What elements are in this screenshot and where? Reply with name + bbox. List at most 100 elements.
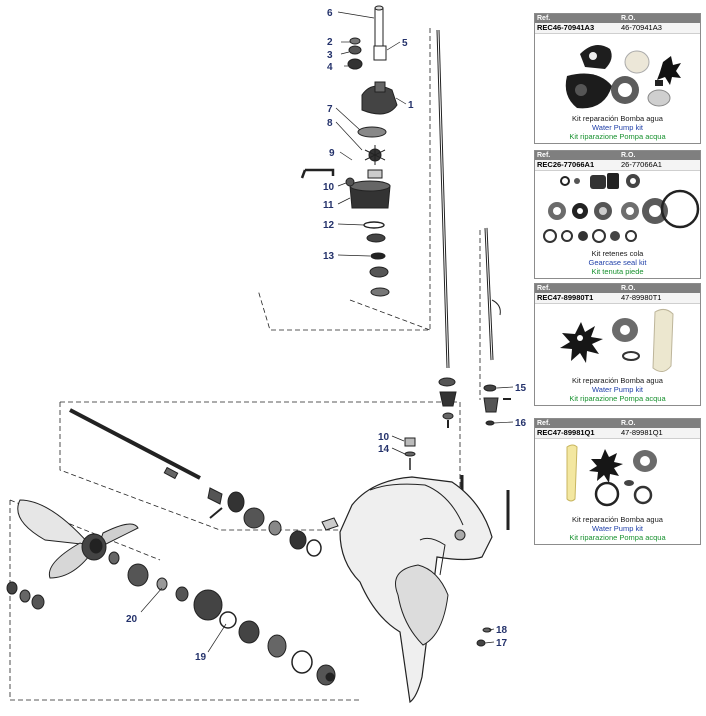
shift-shaft [484,227,501,361]
plug-10 [404,437,416,447]
callout-15: 15 [515,383,527,394]
washer-13 [370,287,390,297]
kit-ref-row: REC47-89980T1 47-89980T1 [535,293,700,304]
ro-header: R.O. [621,285,636,292]
forward-bearing-cup [268,520,282,536]
kit-names: Kit retenes cola Gearcase seal kit Kit t… [535,249,700,278]
kit-ref-row: REC26-77066A1 26-77066A1 [535,160,700,171]
kit-ro: 47-89981Q1 [621,428,663,437]
kit-ro: 47-89980T1 [621,293,662,302]
seal-3 [348,45,362,55]
water-pump-housing [361,81,398,115]
screw-17 [476,639,486,647]
shift-cam-housing [483,397,499,413]
reverse-gear [193,589,223,621]
callout-18: 18 [496,625,508,636]
ref-header: Ref. [537,15,551,22]
kit-header: Ref. R.O. [535,419,700,428]
kit-photo [535,439,700,515]
bearing-carrier [345,177,391,209]
kit-name-it: Kit riparazione Pompa acqua [569,533,666,542]
kit-names: Kit reparación Bomba agua Water Pump kit… [535,114,700,143]
kit-name-es: Kit reparación Bomba agua [572,376,663,385]
kit-ro: 26-77066A1 [621,160,662,169]
forward-gear [243,507,265,529]
kit-name-en: Water Pump kit [592,123,643,132]
kit-name-es: Kit retenes cola [591,249,644,258]
kit-name-es: Kit reparación Bomba agua [572,114,663,123]
kit-ref: REC47-89981Q1 [537,428,595,437]
forward-bearing [289,530,307,550]
kit-ref: REC47-89980T1 [537,293,594,302]
face-plate [357,126,387,138]
seal-13a [366,233,386,243]
callout-5: 5 [402,38,408,49]
callout-10-lower: 10 [378,432,390,443]
callout-4: 4 [327,62,333,73]
plug-14 [404,451,416,457]
kit-photo [535,304,700,376]
callout-leaders [140,11,514,653]
kit-name-en: Gearcase seal kit [588,258,647,267]
kit-header: Ref. R.O. [535,284,700,293]
propeller [17,499,139,579]
kit-ro: 46-70941A3 [621,23,662,32]
bushing [367,169,383,179]
kit-panel-1[interactable]: Ref. R.O. REC46-70941A3 46-70941A3 Kit r… [534,13,701,144]
forward-gear-clutch [227,491,245,513]
seal-13b [370,252,386,260]
callout-13: 13 [323,251,335,262]
thrust-hub [127,563,149,587]
ref-header: Ref. [537,152,551,159]
kit-panel-3[interactable]: Ref. R.O. REC47-89980T1 47-89980T1 Kit r… [534,283,701,406]
callout-6: 6 [327,8,333,19]
kit-names: Kit reparación Bomba agua Water Pump kit… [535,376,700,405]
shift-washer [485,420,495,426]
kit-ref: REC46-70941A3 [537,23,595,32]
kit-header: Ref. R.O. [535,151,700,160]
callout-20: 20 [126,614,138,625]
impeller [364,145,386,165]
kit-name-es: Kit reparación Bomba agua [572,515,663,524]
lever-9 [300,168,335,179]
callout-14: 14 [378,444,390,455]
kit-panel-2[interactable]: Ref. R.O. REC26-77066A1 26-77066A1 [534,150,701,279]
ref-header: Ref. [537,285,551,292]
kit-names: Kit reparación Bomba agua Water Pump kit… [535,515,700,544]
pinion-bearing [438,377,456,387]
ref-header: Ref. [537,420,551,427]
bearing-carrier-rear [238,620,260,644]
shift-bushing [483,384,497,392]
propeller-shaft [69,406,201,480]
callout-7: 7 [327,104,333,115]
kit-photo [535,34,700,114]
callout-1: 1 [408,100,414,111]
screw-18 [482,627,492,633]
kit-name-en: Water Pump kit [592,524,643,533]
kit-ref-row: REC47-89981Q1 47-89981Q1 [535,428,700,439]
gearcase-housing [321,476,493,704]
callout-19: 19 [195,652,207,663]
callout-16: 16 [515,418,527,429]
drive-shaft [436,29,450,369]
kit-header: Ref. R.O. [535,14,700,23]
ro-header: R.O. [621,420,636,427]
callout-11: 11 [323,200,334,211]
kit-ref: REC26-77066A1 [537,160,595,169]
kit-panel-4[interactable]: Ref. R.O. REC47-89981Q1 47-89981Q1 Kit r… [534,418,701,545]
callout-8: 8 [327,118,333,129]
callout-17: 17 [496,638,508,649]
o-ring-12 [363,221,385,229]
callout-10-upper: 10 [323,182,335,193]
ro-header: R.O. [621,15,636,22]
shim-ring [306,539,322,557]
kit-photo [535,171,700,249]
kit-name-it: Kit tenuta piede [591,267,644,276]
ro-header: R.O. [621,152,636,159]
bearing-13 [369,266,389,278]
kit-name-it: Kit riparazione Pompa acqua [569,394,666,403]
callout-2: 2 [327,37,333,48]
seal-2 [349,37,361,45]
pinion-gear [439,391,457,407]
seal-4 [347,58,363,70]
